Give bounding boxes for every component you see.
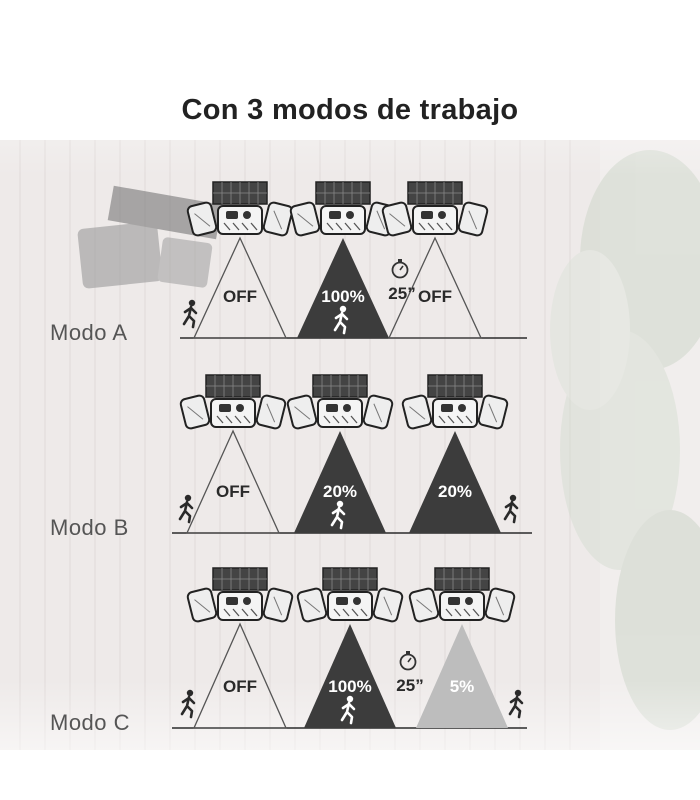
stopwatch-icon [391,259,409,279]
running-person-icon [182,299,198,329]
brightness-label: OFF [418,287,452,306]
running-person-icon [503,494,519,524]
light-cone-on [297,238,389,338]
running-person-icon [178,494,194,524]
stopwatch-icon [399,651,417,671]
page-title: Con 3 modos de trabajo [181,94,519,126]
running-person-icon [333,305,349,335]
running-person-icon [340,695,356,725]
brightness-label: OFF [223,677,257,696]
solar-lamp-icon [381,181,489,237]
light-cone-off [193,622,287,729]
brightness-label: OFF [223,287,257,306]
solar-lamp-icon [179,374,287,430]
light-cone-off [185,429,281,534]
light-cone-on [416,624,508,728]
mode-label-c: Modo C [50,710,131,735]
brightness-label: 20% [438,482,472,501]
solar-lamp-icon [186,567,294,623]
timer-label: 25” [388,284,415,303]
brightness-label: 20% [323,482,357,501]
light-cone-on [409,431,501,533]
light-cone-off [192,236,288,339]
brightness-label: 100% [321,287,364,306]
mode-label-b: Modo B [50,515,129,540]
running-person-icon [180,689,196,719]
mode-label-a: Modo A [50,320,128,345]
light-cone-on [304,624,396,728]
timer-label: 25” [396,676,423,695]
solar-lamp-icon [186,181,294,237]
solar-lamp-icon [408,567,516,623]
running-person-icon [508,689,524,719]
running-person-icon [330,500,346,530]
solar-lamp-icon [401,374,509,430]
brightness-label: 100% [328,677,371,696]
light-cone-off [387,236,483,339]
light-cone-on [294,431,386,533]
brightness-label: 5% [450,677,475,696]
brightness-label: OFF [216,482,250,501]
solar-lamp-icon [289,181,397,237]
solar-lamp-icon [286,374,394,430]
solar-lamp-icon [296,567,404,623]
